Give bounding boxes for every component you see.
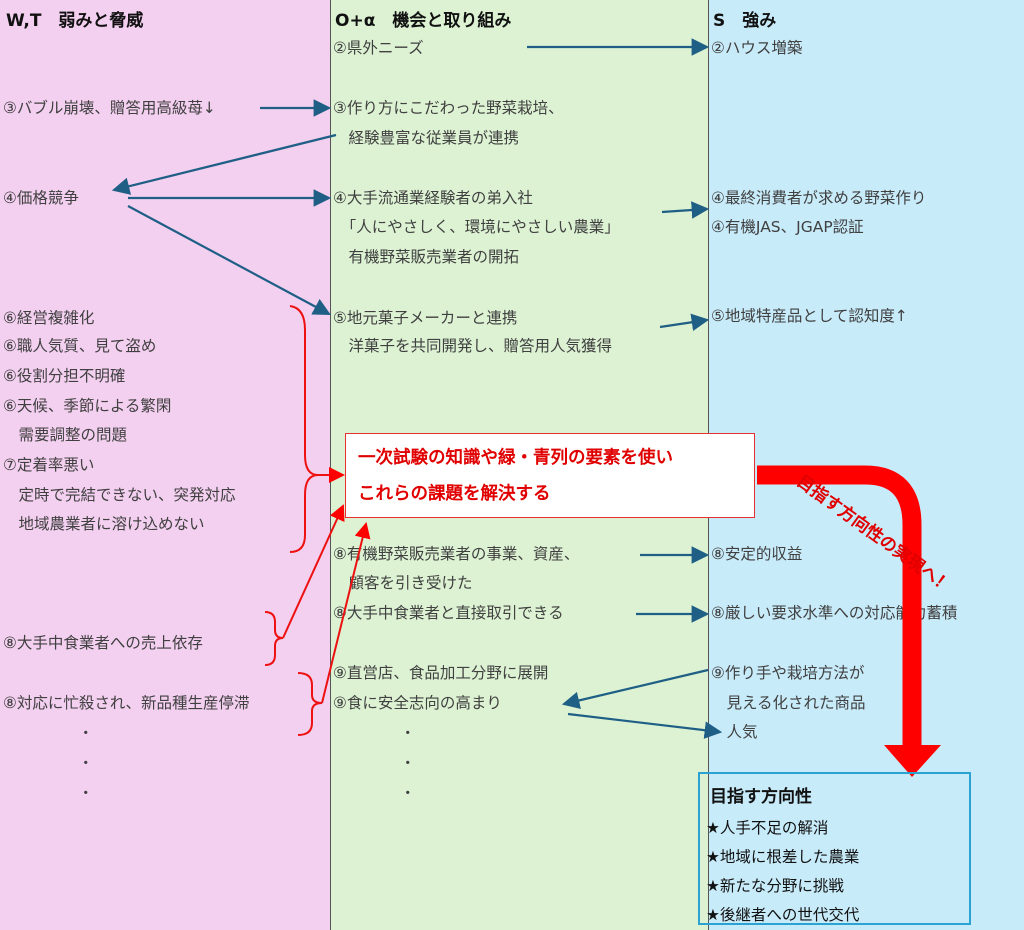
s-item: ②ハウス増築 [711, 39, 803, 57]
o-item: ④大手流通業経験者の弟入社 [333, 189, 533, 207]
ellipsis-dot: ・ [78, 784, 94, 802]
wt-item: ⑥経営複雑化 [3, 309, 95, 327]
s-item: 人気 [711, 723, 758, 741]
goal-item: ★人手不足の解消 [706, 819, 829, 837]
o-item: ②県外ニーズ [333, 39, 424, 57]
s-item: 見える化された商品 [711, 694, 866, 712]
wt-item: 地域農業者に溶け込めない [3, 515, 205, 533]
strength-column: S 強み [708, 0, 1024, 930]
goal-item: ★地域に根差した農業 [706, 848, 860, 866]
wt-item: ④価格競争 [3, 189, 79, 207]
arrow [111, 133, 337, 195]
o-item: ⑤地元菓子メーカーと連携 [333, 309, 518, 327]
arrow [561, 668, 709, 710]
solution-line-1: 一次試験の知識や緑・青列の要素を使い [358, 448, 673, 468]
wt-item: ⑧大手中食業者への売上依存 [3, 634, 203, 652]
s-item: ④最終消費者が求める野菜作り [711, 189, 927, 207]
o-item: 洋菓子を共同開発し、贈答用人気獲得 [333, 337, 613, 355]
direction-arrowhead [884, 745, 941, 777]
s-item: ⑧厳しい要求水準への対応能力蓄積 [711, 604, 958, 622]
goal-item: ★新たな分野に挑戦 [706, 877, 844, 895]
o-item: 顧客を引き受けた [333, 574, 473, 592]
solution-box: 一次試験の知識や緑・青列の要素を使い これらの課題を解決する [345, 433, 755, 518]
s-item: ⑧安定的収益 [711, 545, 803, 563]
wt-item: 需要調整の問題 [3, 426, 128, 444]
o-item: ③作り方にこだわった野菜栽培、 [333, 99, 564, 117]
ellipsis-dot: ・ [400, 784, 416, 802]
ellipsis-dot: ・ [400, 724, 416, 742]
goal-box: 目指す方向性 ★人手不足の解消 ★地域に根差した農業 ★新たな分野に挑戦 ★後継… [698, 772, 971, 925]
s-item: ⑨作り手や栽培方法が [711, 664, 865, 682]
column-title-wt: W,T 弱みと脅威 [6, 11, 144, 31]
s-item: ④有機JAS、JGAP認証 [711, 218, 864, 236]
arrow [659, 313, 710, 331]
goal-item: ★後継者への世代交代 [706, 906, 860, 924]
column-title-o: O+α 機会と取り組み [335, 11, 512, 31]
goal-title: 目指す方向性 [710, 787, 812, 807]
arrow [661, 201, 710, 219]
ellipsis-dot: ・ [78, 724, 94, 742]
arrow [127, 205, 331, 316]
wt-item: 定時で完結できない、突発対応 [3, 486, 236, 504]
wt-item: ⑥役割分担不明確 [3, 367, 126, 385]
ellipsis-dot: ・ [400, 754, 416, 772]
column-title-s: S 強み [713, 11, 777, 31]
o-item: 「人にやさしく、環境にやさしい農業」 [333, 218, 620, 236]
wt-item: ⑥職人気質、見て盗め [3, 337, 157, 355]
arrow [567, 712, 723, 739]
brace [264, 611, 284, 666]
wt-item: ⑦定着率悪い [3, 456, 95, 474]
o-item: 経験豊富な従業員が連携 [333, 129, 520, 147]
wt-item: ③バブル崩壊、贈答用高級苺↓ [3, 99, 216, 117]
arrow [282, 504, 345, 639]
o-item: 有機野菜販売業者の開拓 [333, 248, 520, 266]
arrow [321, 522, 371, 704]
o-item: ⑧大手中食業者と直接取引できる [333, 604, 564, 622]
brace [289, 305, 319, 553]
ellipsis-dot: ・ [78, 754, 94, 772]
o-item: ⑧有機野菜販売業者の事業、資産、 [333, 545, 580, 563]
wt-item: ⑥天候、季節による繁閑 [3, 397, 172, 415]
solution-line-2: これらの課題を解決する [358, 484, 551, 504]
wt-item: ⑧対応に忙殺され、新品種生産停滞 [3, 694, 250, 712]
s-item: ⑤地域特産品として認知度↑ [711, 307, 908, 325]
o-item: ⑨直営店、食品加工分野に展開 [333, 664, 549, 682]
brace [297, 672, 323, 736]
weakness-threat-column: W,T 弱みと脅威 [0, 0, 330, 930]
o-item: ⑨食に安全志向の高まり [333, 694, 502, 712]
direction-big-arrow [757, 465, 922, 745]
